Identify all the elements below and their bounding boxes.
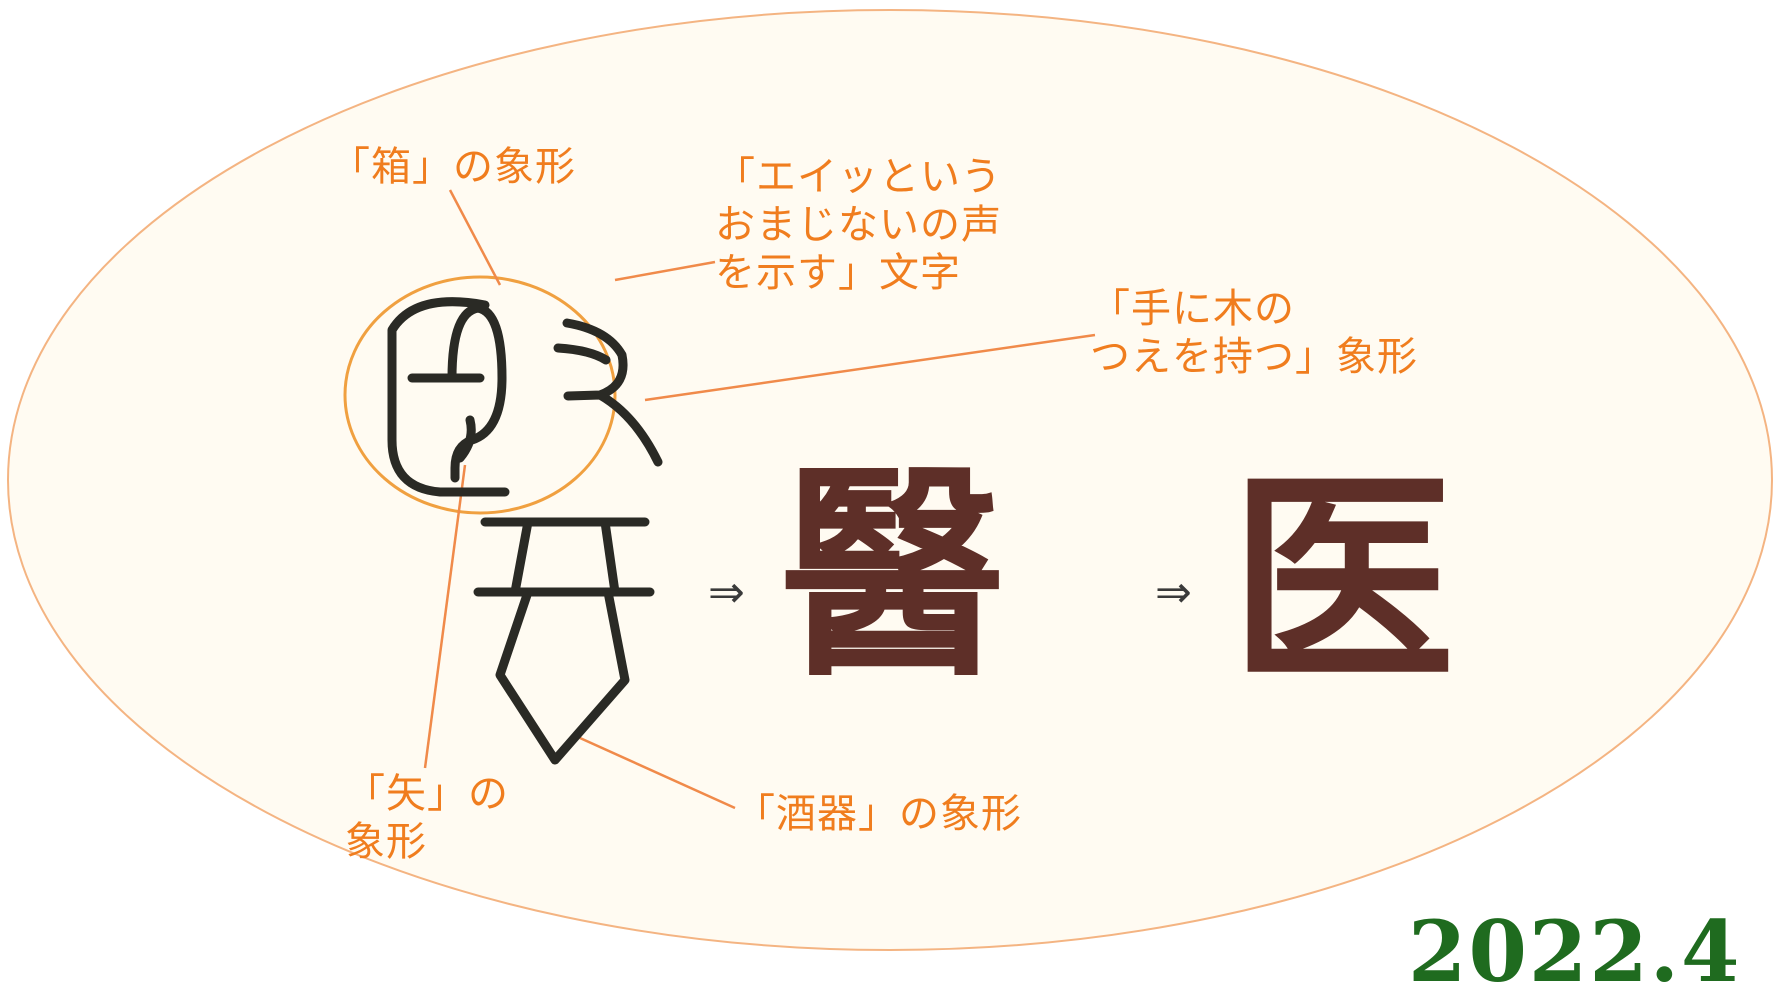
date-stamp: 2022.4 (1408, 902, 1742, 1001)
glyph-box (387, 297, 510, 497)
ancient-glyph (387, 297, 663, 765)
label-spell: 「エイッという おまじないの声 を示す」文字 (715, 154, 1002, 296)
simplified-character: 医 (1230, 451, 1455, 713)
leader-arrow-char (423, 464, 467, 769)
background-ellipse (7, 9, 1773, 951)
leader-wine (579, 736, 736, 810)
glyph-arrow (407, 303, 507, 483)
leader-spell (614, 260, 716, 282)
arrow-to-simplified: ⇒ (1155, 567, 1192, 618)
leader-box (448, 189, 502, 286)
label-hand: 「手に木の つえを持つ」象形 (1090, 286, 1418, 380)
traditional-character: 醫 (780, 446, 1005, 708)
label-arrow-char: 「矢」の 象形 (345, 771, 509, 865)
label-wine: 「酒器」の象形 (735, 791, 1022, 837)
glyph-wine-vessel (473, 517, 655, 765)
arrow-to-traditional: ⇒ (708, 567, 745, 618)
glyph-hand (553, 318, 663, 467)
highlight-circle (343, 275, 617, 515)
leader-hand (644, 333, 1096, 402)
label-box: 「箱」の象形 (330, 144, 576, 190)
